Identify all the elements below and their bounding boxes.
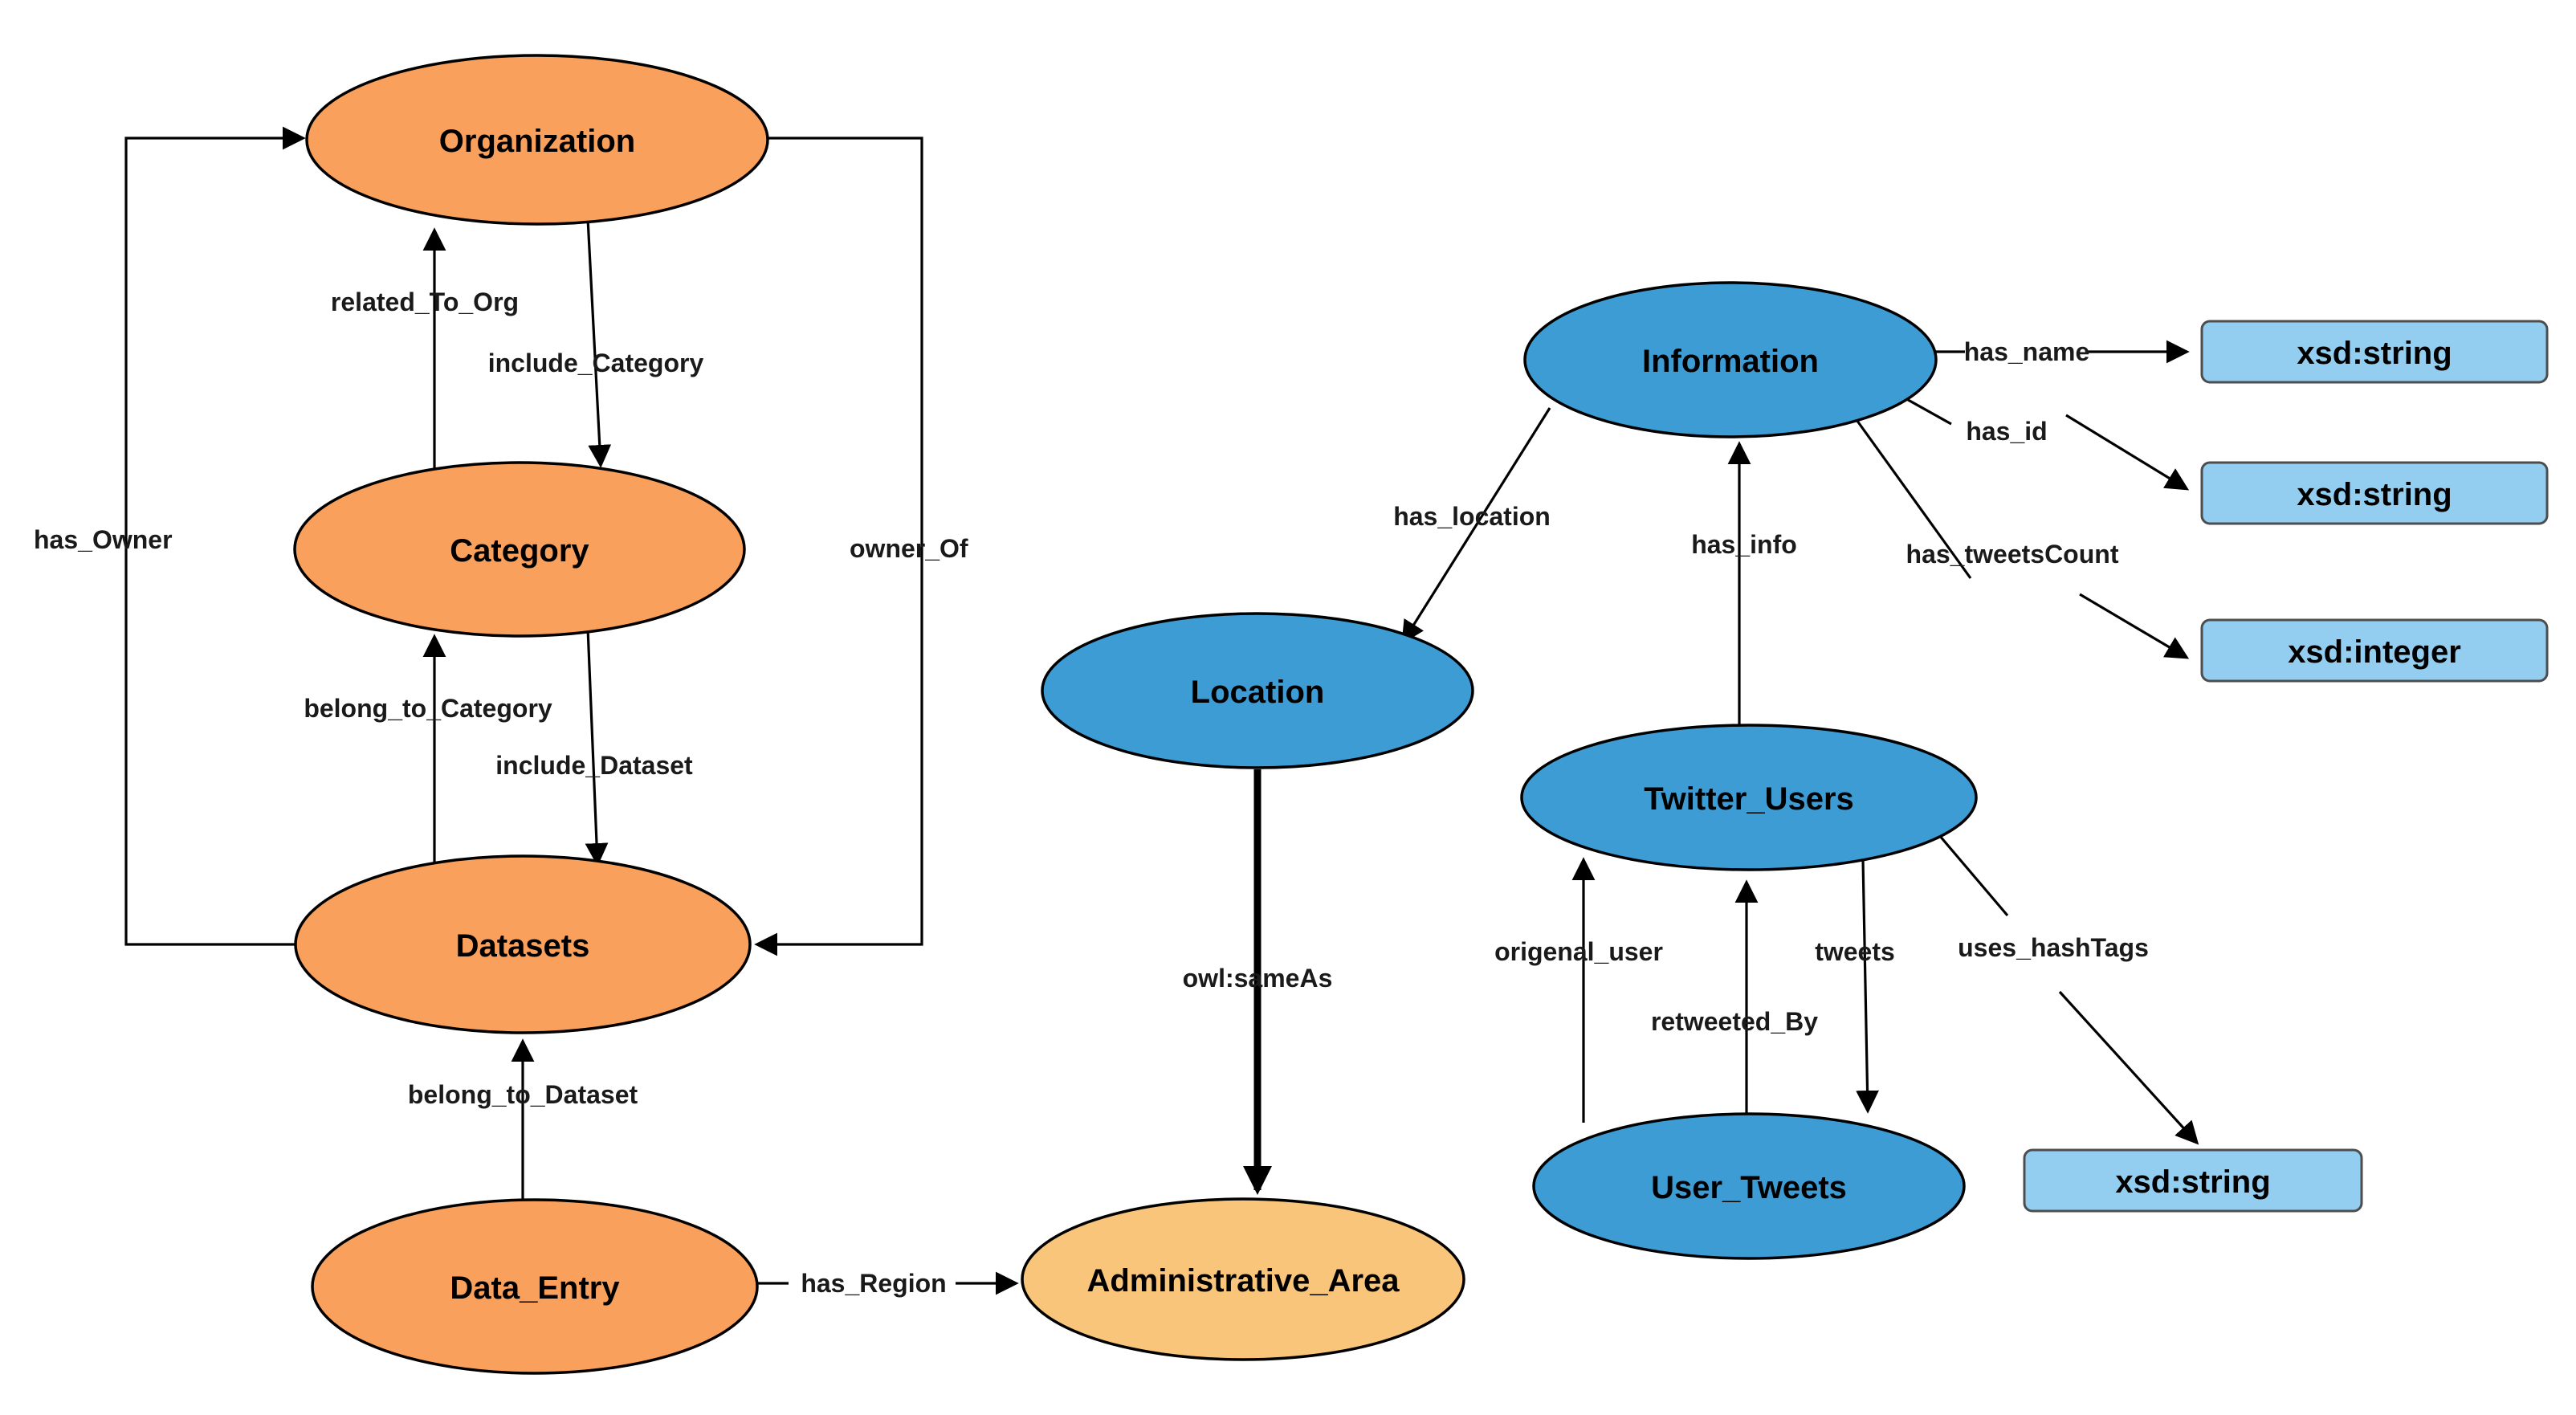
twitter-users-label: Twitter_Users [1644,781,1854,817]
edge-has-region: has_Region [758,1269,1019,1298]
twitter-users-ellipse[interactable] [1520,724,1978,871]
node-twitter-users[interactable]: Twitter_Users [1520,724,1978,871]
data-entry-ellipse[interactable] [311,1198,759,1375]
datasets-label: Datasets [456,928,590,964]
edge-has-name: has_name [1931,337,2190,366]
edge-label-retweeted-by: retweeted_By [1651,1007,1818,1036]
node-data-entry[interactable]: Data_Entry [311,1198,759,1375]
uses-hashtags-stub-upper [1938,834,2009,917]
edge-has-tweetscount: has_tweetsCount [1853,417,2190,659]
edge-has-location: has_location [1393,407,1551,645]
node-category[interactable]: Category [293,461,746,638]
information-ellipse[interactable] [1523,281,1938,438]
edge-label-has-info: has_info [1691,530,1797,559]
xsd-integer-count-label: xsd:integer [2288,634,2461,670]
edge-owl-sameas: owl:sameAs [1183,769,1333,1195]
xsd-string-name-label: xsd:string [2297,336,2452,371]
administrative-area-ellipse[interactable] [1021,1197,1465,1361]
edge-label-belong-to-dataset: belong_to_Dataset [408,1080,638,1109]
organization-ellipse[interactable] [305,54,769,226]
has-location-path [1401,407,1551,645]
node-xsd-string-hashtags[interactable]: xsd:string [2023,1148,2363,1213]
owner-of-path [754,137,923,956]
edge-label-owner-of: owner_Of [850,534,968,563]
node-xsd-string-name[interactable]: xsd:string [2200,320,2549,384]
xsd-string-id-label: xsd:string [2297,477,2452,512]
node-xsd-string-id[interactable]: xsd:string [2200,461,2549,525]
edge-has-id: has_id [1889,388,2190,491]
organization-label: Organization [439,124,635,159]
edge-include-category: include_Category [488,218,704,468]
user-tweets-label: User_Tweets [1651,1170,1847,1205]
node-xsd-integer-count[interactable]: xsd:integer [2200,618,2549,683]
edge-label-include-category: include_Category [488,349,704,377]
edge-include-dataset: include_Dataset [495,627,693,867]
edge-label-has-name: has_name [1964,337,2090,366]
edge-label-origenal-user: origenal_user [1494,937,1663,966]
data-entry-label: Data_Entry [450,1270,620,1306]
has-tweetscount-stub-left [1853,417,1972,579]
category-label: Category [450,533,589,569]
edge-origenal-user: origenal_user [1494,857,1663,1123]
user-tweets-ellipse[interactable] [1532,1112,1966,1260]
information-label: Information [1642,344,1819,379]
has-tweetscount-stub-right [2079,593,2190,659]
tweets-path [1856,858,1879,1114]
edge-has-owner: has_Owner [34,126,306,946]
include-category-path [586,218,612,468]
edge-uses-hashtags: uses_hashTags [1938,834,2199,1145]
edge-retweeted-by: retweeted_By [1651,879,1818,1118]
edge-label-has-id: has_id [1966,417,2047,446]
node-user-tweets[interactable]: User_Tweets [1532,1112,1966,1260]
node-organization[interactable]: Organization [305,54,769,226]
node-administrative-area[interactable]: Administrative_Area [1021,1197,1465,1361]
edge-label-has-location: has_location [1393,502,1551,531]
datasets-ellipse[interactable] [294,854,752,1034]
has-id-stub-right [2065,414,2190,491]
edge-label-owl-sameas: owl:sameAs [1183,964,1333,993]
xsd-integer-count-rect[interactable] [2200,618,2549,683]
edge-label-has-region: has_Region [801,1269,946,1298]
edge-label-include-dataset: include_Dataset [495,751,693,780]
edge-label-has-tweetscount: has_tweetsCount [1906,540,2119,569]
location-ellipse[interactable] [1041,612,1474,769]
administrative-area-label: Administrative_Area [1086,1263,1400,1299]
location-label: Location [1191,675,1325,710]
edge-owner-of: owner_Of [754,137,968,956]
xsd-string-hashtags-label: xsd:string [2115,1164,2270,1200]
edge-tweets: tweets [1815,858,1895,1114]
xsd-string-hashtags-rect[interactable] [2023,1148,2363,1213]
edge-label-tweets: tweets [1815,937,1895,966]
has-owner-path [124,126,306,946]
node-datasets[interactable]: Datasets [294,854,752,1034]
category-ellipse[interactable] [293,461,746,638]
edge-label-uses-hashtags: uses_hashTags [1958,933,2149,962]
xsd-string-name-rect[interactable] [2200,320,2549,384]
node-information[interactable]: Information [1523,281,1938,438]
edge-label-belong-to-category: belong_to_Category [304,694,552,723]
edge-belong-to-category: belong_to_Category [304,634,552,875]
edge-label-has-owner: has_Owner [34,525,173,554]
edge-related-to-org: related_To_Org [331,227,519,474]
edge-belong-to-dataset: belong_to_Dataset [408,1038,638,1205]
node-location[interactable]: Location [1041,612,1474,769]
edge-label-related-to-org: related_To_Org [331,287,519,316]
edge-has-info: has_info [1691,441,1797,726]
xsd-string-id-rect[interactable] [2200,461,2549,525]
include-dataset-path [585,627,609,867]
uses-hashtags-stub-lower [2058,990,2199,1145]
